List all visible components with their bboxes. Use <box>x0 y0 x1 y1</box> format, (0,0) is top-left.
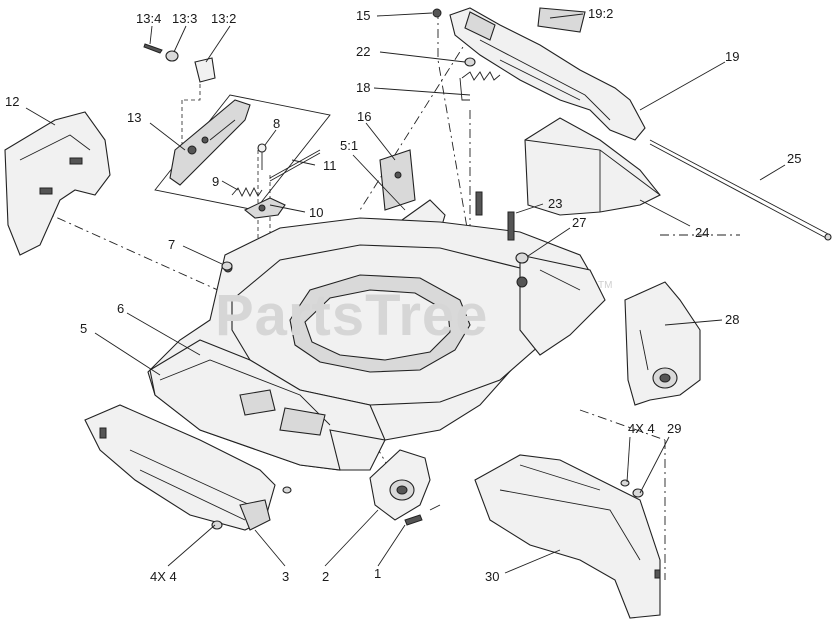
part-5-mower-deck <box>147 217 606 471</box>
part-11-rod <box>269 149 321 182</box>
label-29: 29 <box>667 421 681 436</box>
watermark-text: PartsTree <box>215 283 488 348</box>
label-28: 28 <box>725 312 739 327</box>
watermark-trademark: TM <box>598 280 612 291</box>
label-5-1: 5:1 <box>340 138 358 153</box>
part-18-spring <box>459 71 501 101</box>
label-30: 30 <box>485 569 499 584</box>
label-13-3: 13:3 <box>172 11 197 26</box>
label-8: 8 <box>273 116 280 131</box>
label-9: 9 <box>212 174 219 189</box>
label-16: 16 <box>357 109 371 124</box>
label-19: 19 <box>725 49 739 64</box>
part-12-rear-cover <box>4 111 111 256</box>
part-8-pin <box>257 143 267 170</box>
label-6: 6 <box>117 301 124 316</box>
part-3-side-skirt <box>84 404 276 531</box>
part-23-bolt <box>475 191 515 241</box>
part-16-bracket <box>379 149 416 211</box>
label-1: 1 <box>374 566 381 581</box>
part-9-spring <box>231 186 263 198</box>
callout-labels: 13:4 13:3 13:2 15 19:2 19 22 18 12 13 8 … <box>5 6 801 584</box>
part-29-nut <box>620 479 644 498</box>
part-24-discharge-tunnel <box>524 117 661 216</box>
part-2-wheel-bracket <box>369 449 431 521</box>
part-30-rear-skirt <box>474 454 661 619</box>
part-13-latch-bracket <box>154 94 331 211</box>
part-19-2-decal <box>537 7 586 33</box>
label-10: 10 <box>309 205 323 220</box>
label-2: 2 <box>322 569 329 584</box>
label-13-4: 13:4 <box>136 11 161 26</box>
label-24: 24 <box>695 225 709 240</box>
part-19-rear-flap <box>449 7 646 141</box>
label-3: 3 <box>282 569 289 584</box>
label-22: 22 <box>356 44 370 59</box>
part-13-3-washer <box>165 50 179 62</box>
leader-lines <box>25 12 786 574</box>
part-15-nut <box>432 8 442 18</box>
part-25-rod <box>649 139 832 241</box>
label-13-2: 13:2 <box>211 11 236 26</box>
label-15: 15 <box>356 8 370 23</box>
label-13: 13 <box>127 110 141 125</box>
part-13-4-screw <box>143 43 163 54</box>
part-1-bolt <box>404 504 441 526</box>
label-7: 7 <box>168 237 175 252</box>
label-19-2: 19:2 <box>588 6 613 21</box>
part-13-2-clip <box>194 57 216 83</box>
label-27: 27 <box>572 215 586 230</box>
label-11: 11 <box>323 158 337 173</box>
part-28-height-adjuster <box>624 281 701 406</box>
part-7-nut <box>221 261 233 271</box>
part-27-plug <box>515 252 529 264</box>
label-25: 25 <box>787 151 801 166</box>
label-5: 5 <box>80 321 87 336</box>
part-10-bracket <box>243 197 286 219</box>
part-4x4-left-nut <box>211 486 292 530</box>
label-23: 23 <box>548 196 562 211</box>
label-4x4-left: 4X 4 <box>150 569 177 584</box>
label-4x4-right: 4X 4 <box>628 421 655 436</box>
label-12: 12 <box>5 94 19 109</box>
label-18: 18 <box>356 80 370 95</box>
part-22-nut <box>464 57 476 67</box>
